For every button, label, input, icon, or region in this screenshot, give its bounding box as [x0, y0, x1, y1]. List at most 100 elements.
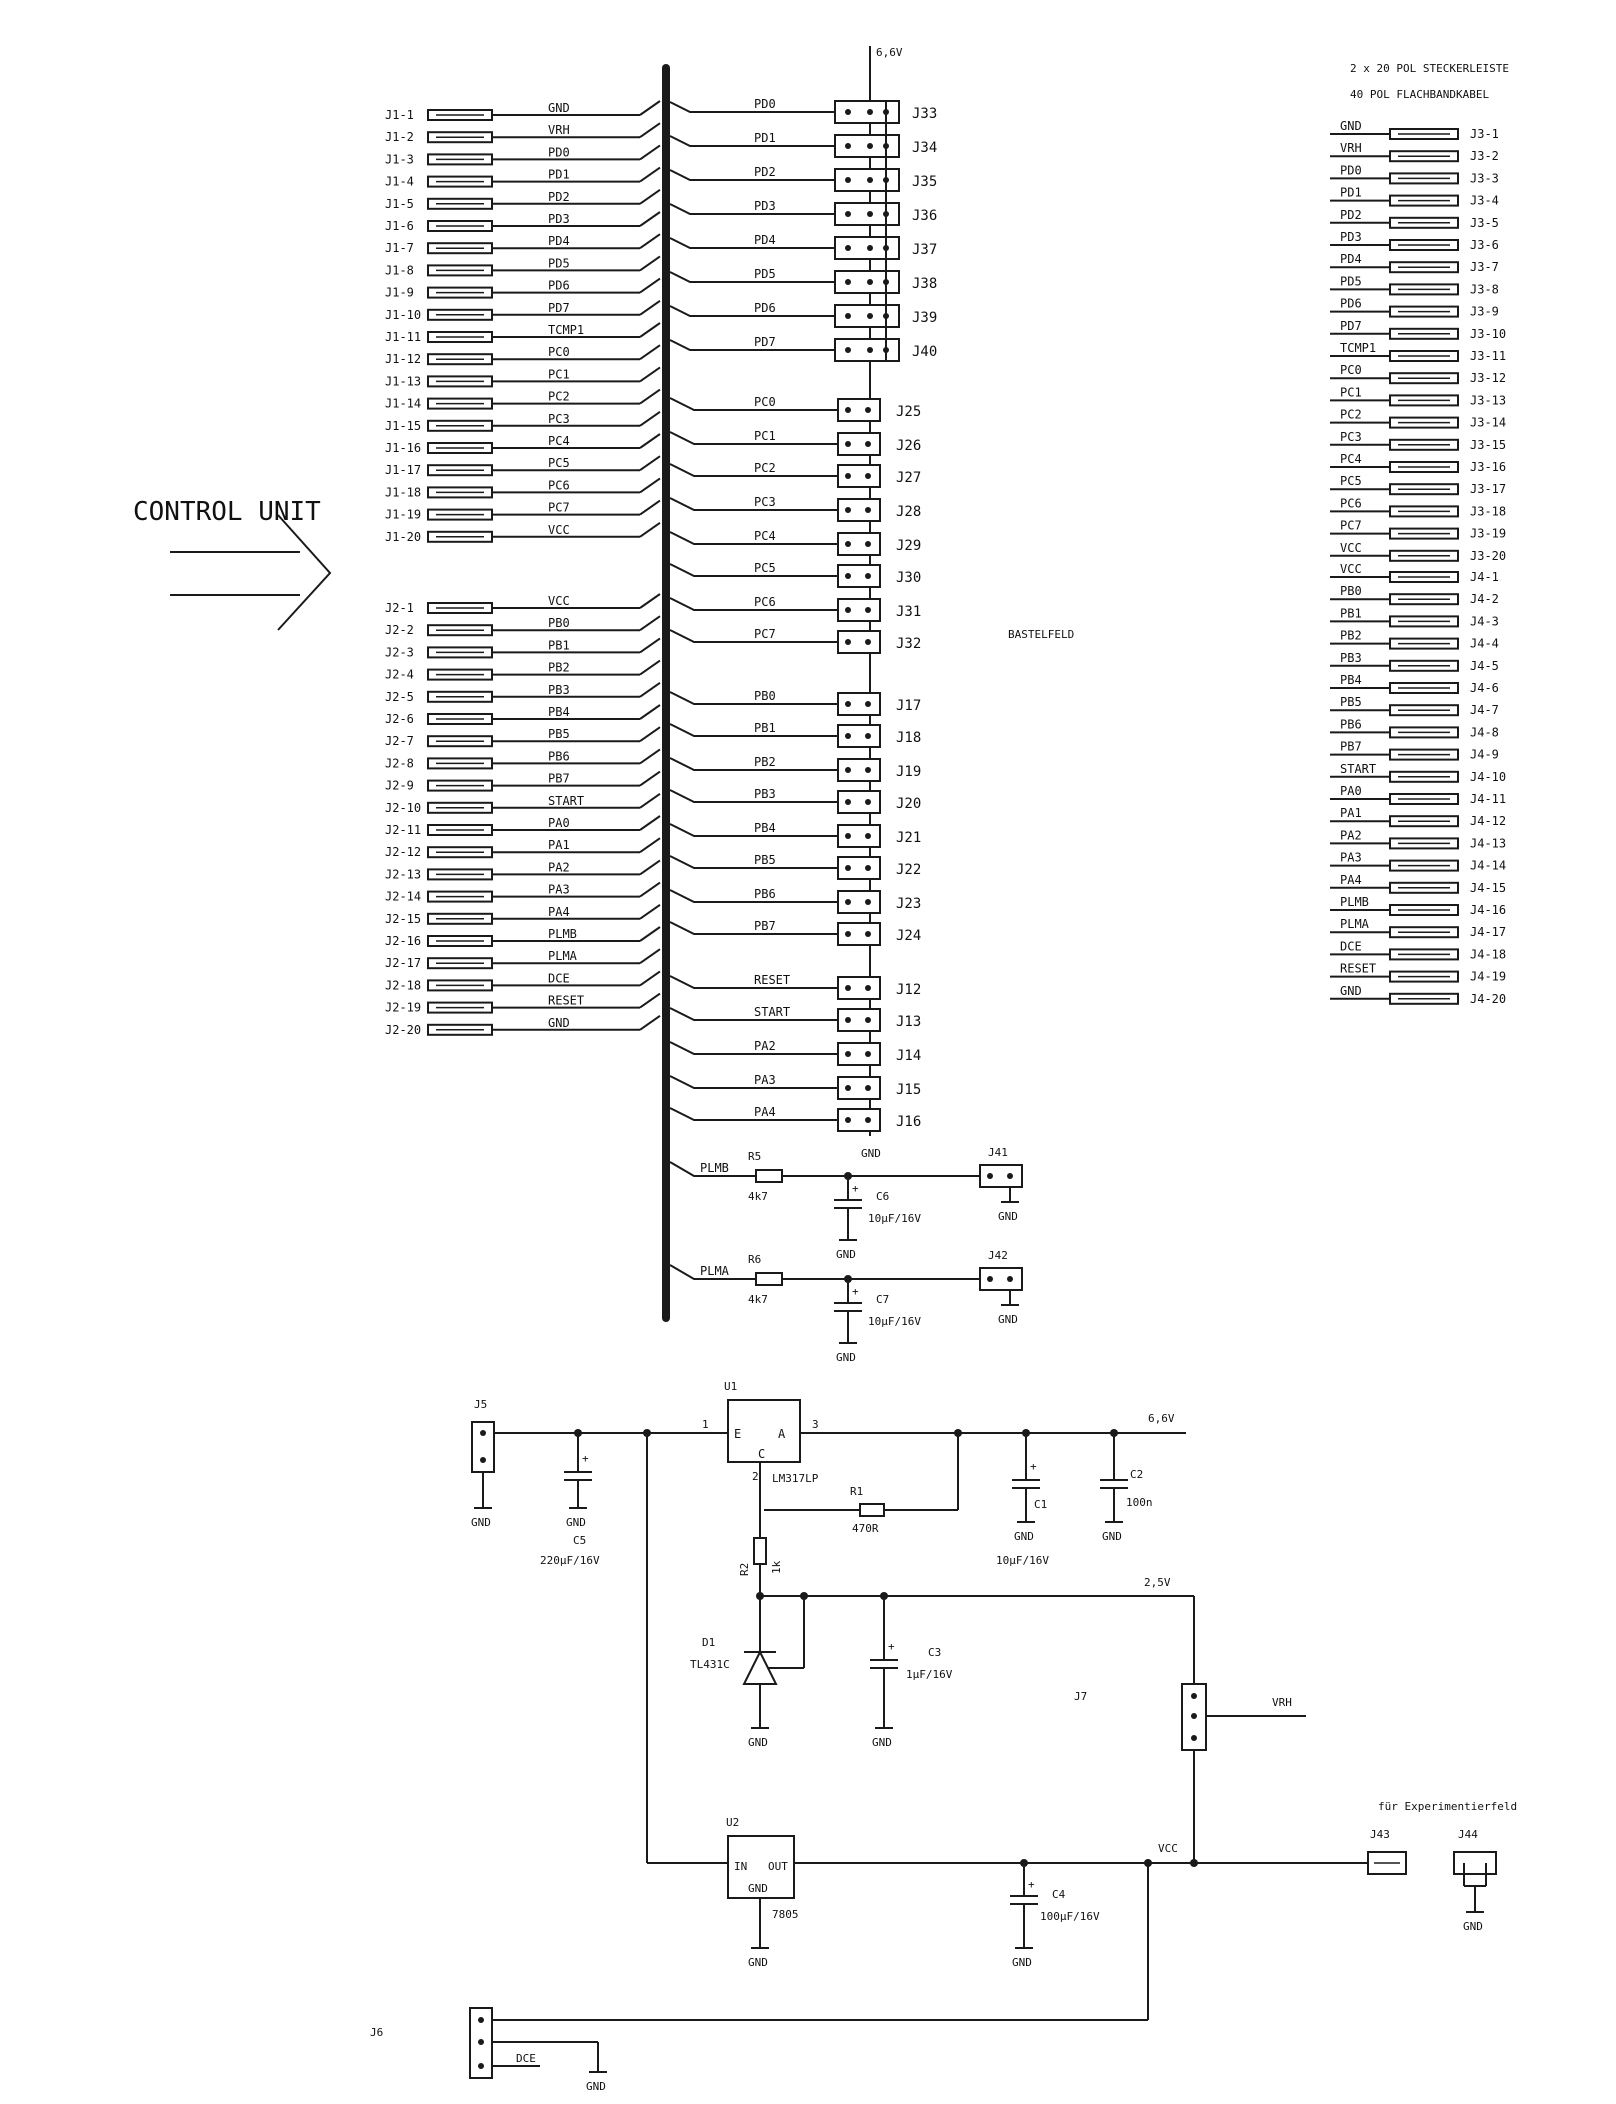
j2-signal-label: VCC [548, 594, 570, 608]
header2-label: J21 [896, 830, 921, 846]
header2-j23 [837, 890, 881, 914]
j1-pin-label: J1-10 [385, 308, 421, 322]
j3-pin-label: J3-17 [1470, 482, 1506, 496]
j1-pin-label: J1-3 [385, 152, 414, 166]
j3-pin-label: J3-10 [1470, 327, 1506, 341]
bastelfeld-label: BASTELFELD [1008, 628, 1074, 641]
j1-pin-label: J1-20 [385, 530, 421, 544]
j44-gnd: GND [1463, 1920, 1483, 1933]
j1-signal-label: TCMP1 [548, 323, 584, 337]
c5-label: C5 [573, 1534, 586, 1547]
j4-pin-label: J4-4 [1470, 637, 1499, 651]
j2-signal-label: START [548, 794, 584, 808]
j44-label: J44 [1458, 1828, 1478, 1841]
j3-pin-label: J3-11 [1470, 349, 1506, 363]
header2-signal: PC1 [754, 429, 776, 443]
j3-pin-label: J3-20 [1470, 549, 1506, 563]
j1-signal-label: PD6 [548, 279, 570, 293]
j4-signal-label: PB0 [1340, 584, 1362, 598]
j3-pin-label: J3-1 [1470, 127, 1499, 141]
svg-text:+: + [852, 1285, 859, 1298]
j4-signal-label: PA0 [1340, 784, 1362, 798]
j2-pin-label: J2-2 [385, 623, 414, 637]
j4-signal-label: PB4 [1340, 673, 1362, 687]
j1-pin-label: J1-11 [385, 330, 421, 344]
header2-label: J17 [896, 698, 921, 714]
header3-signal: PD3 [754, 199, 776, 213]
j3-signal-label: GND [1340, 119, 1362, 133]
j3-pin-label: J3-4 [1470, 194, 1499, 208]
j2-pin-label: J2-19 [385, 1001, 421, 1015]
j3-signal-label: PC2 [1340, 408, 1362, 422]
j1-signal-label: PC5 [548, 456, 570, 470]
j4-signal-label: PLMB [1340, 895, 1369, 909]
u2-pin-in: IN [734, 1860, 747, 1873]
j2-signal-label: PB7 [548, 772, 570, 786]
j3-signal-label: TCMP1 [1340, 341, 1376, 355]
c5-gnd: GND [566, 1516, 586, 1529]
j1-pin-label: J1-18 [385, 485, 421, 499]
header2-j25 [837, 398, 881, 422]
j2-pin-label: J2-13 [385, 867, 421, 881]
j2-signal-label: PA2 [548, 860, 570, 874]
j3-signal-label: PD5 [1340, 274, 1362, 288]
svg-text:+: + [852, 1182, 859, 1195]
j3-signal-label: PC0 [1340, 363, 1362, 377]
c2-label: C2 [1130, 1468, 1143, 1481]
j2-signal-label: PA4 [548, 905, 570, 919]
j1-signal-label: PC0 [548, 345, 570, 359]
j1-pin-label: J1-16 [385, 441, 421, 455]
header2-signal: PA3 [754, 1073, 776, 1087]
rail-gnd-label: GND [861, 1147, 881, 1160]
header2-signal: PC5 [754, 561, 776, 575]
pwm-connector-label: J42 [988, 1249, 1008, 1262]
pwm-filters: PLMBR54k7+GNDC610µF/16VJ41GNDPLMAR64k7+G… [669, 1146, 1023, 1364]
j2-signal-label: PB0 [548, 616, 570, 630]
j1-signal-label: PD7 [548, 301, 570, 315]
j4-signal-label: PA2 [1340, 828, 1362, 842]
j2-pin-label: J2-9 [385, 779, 414, 793]
svg-text:+: + [1028, 1878, 1035, 1891]
j3-pin-label: J3-2 [1470, 149, 1499, 163]
j1-pin-label: J1-17 [385, 463, 421, 477]
header2-label: J23 [896, 896, 921, 912]
header2-j24 [837, 922, 881, 946]
j3-pin-label: J3-5 [1470, 216, 1499, 230]
j2-signal-label: PA0 [548, 816, 570, 830]
u1-pin2: 2 [752, 1470, 759, 1483]
j3-pin-label: J3-6 [1470, 238, 1499, 252]
j6-dce: DCE [516, 2052, 536, 2065]
j4-signal-label: PB3 [1340, 651, 1362, 665]
j6-gnd: GND [586, 2080, 606, 2093]
c2-value: 100n [1126, 1496, 1153, 1509]
r1-value: 470R [852, 1522, 879, 1535]
j3-signal-label: PD7 [1340, 319, 1362, 333]
u2-part: 7805 [772, 1908, 799, 1921]
j2-signal-label: PA1 [548, 838, 570, 852]
pwm-cap-gnd: GND [836, 1248, 856, 1261]
c4-label: C4 [1052, 1888, 1066, 1901]
j1-signal-label: PD3 [548, 212, 570, 226]
j1-signal-label: PC2 [548, 390, 570, 404]
j5-label: J5 [474, 1398, 487, 1411]
j3-signal-label: PD4 [1340, 252, 1362, 266]
j3-pin-label: J3-15 [1470, 438, 1506, 452]
j4-signal-label: START [1340, 762, 1376, 776]
j5-gnd: GND [471, 1516, 491, 1529]
j1-signal-label: PC7 [548, 501, 570, 515]
u1-pin1: 1 [702, 1418, 709, 1431]
c3-label: C3 [928, 1646, 941, 1659]
c1-gnd: GND [1014, 1530, 1034, 1543]
pwm-connector-gnd: GND [998, 1210, 1018, 1223]
header2-signal: PB0 [754, 689, 776, 703]
j1-pin-label: J1-15 [385, 419, 421, 433]
j43-label: J43 [1370, 1828, 1390, 1841]
header2-label: J26 [896, 438, 921, 454]
header3-signal: PD0 [754, 97, 776, 111]
c3-gnd: GND [872, 1736, 892, 1749]
j3-signal-label: PC3 [1340, 430, 1362, 444]
j2-signal-label: PB3 [548, 683, 570, 697]
j3-signal-label: PC5 [1340, 474, 1362, 488]
